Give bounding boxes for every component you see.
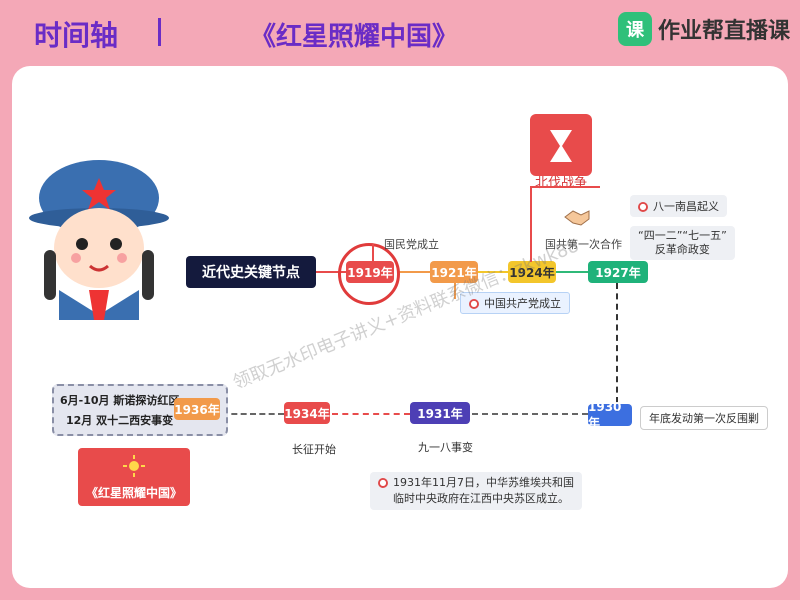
label-coup-line2: 反革命政变 — [654, 243, 710, 256]
brand-badge-icon: 课 — [617, 12, 652, 46]
node-1927: 1927年 — [588, 261, 648, 283]
title-divider — [158, 18, 161, 46]
child-illustration — [29, 160, 169, 320]
timeline-label: 时间轴 — [34, 19, 119, 52]
label-coop1: 国共第一次合作 — [545, 238, 622, 251]
key-nodes-title: 近代史关键节点 — [186, 256, 316, 288]
label-soviet-line1: 1931年11月7日，中华苏维埃共和国 — [393, 476, 574, 489]
brand-logo: 课 作业帮直播课 — [617, 12, 790, 46]
line-1931-1934 — [332, 413, 410, 415]
node-1930: 1930年 — [588, 400, 632, 430]
node-1936: 1936年 — [174, 398, 220, 420]
label-encircle: 年底发动第一次反围剿 — [640, 406, 768, 430]
bullet-icon: ● — [469, 299, 479, 309]
label-ccp: ● 中国共产党成立 — [460, 292, 570, 314]
label-ccp-text: 中国共产党成立 — [484, 297, 561, 310]
bullet-icon: ● — [638, 202, 648, 212]
node-1934: 1934年 — [284, 402, 330, 424]
northern-underline — [530, 186, 600, 188]
label-northern: 北伐战争 — [534, 176, 587, 191]
hourglass-icon — [550, 130, 572, 162]
kmt-tick — [372, 244, 374, 262]
label-kmt: 国民党成立 — [384, 238, 439, 251]
line-1921-1924 — [476, 271, 510, 273]
label-soviet: ● 1931年11月7日，中华苏维埃共和国 临时中央政府在江西中央苏区成立。 — [370, 472, 582, 510]
node-1919: 1919年 — [346, 261, 394, 283]
node-1921: 1921年 — [430, 261, 478, 283]
line-1924-1927 — [555, 271, 589, 273]
label-mukden: 九一八事变 — [410, 436, 481, 458]
label-xian: 12月 双十二西安事变 — [66, 414, 174, 427]
sun-icon — [123, 455, 145, 477]
line-1919-1921 — [398, 271, 432, 273]
label-nanchang-text: 八一南昌起义 — [653, 200, 719, 213]
label-long-march: 长征开始 — [284, 438, 344, 460]
label-coup: “四一二”“七一五” 反革命政变 — [630, 226, 735, 260]
dashed-connector — [616, 283, 618, 403]
label-nanchang: ● 八一南昌起义 — [630, 195, 727, 217]
red-card-title: 《红星照耀中国》 — [85, 486, 182, 500]
label-snow: 6月-10月 斯诺探访红区 — [60, 394, 180, 407]
label-soviet-line2: 临时中央政府在江西中央苏区成立。 — [393, 492, 569, 505]
bullet-icon: ● — [378, 478, 388, 488]
red-star-card: 《红星照耀中国》 — [78, 448, 190, 506]
northern-connector — [530, 188, 532, 262]
label-coup-line1: “四一二”“七一五” — [638, 229, 727, 242]
line-1934-1936 — [222, 413, 284, 415]
line-1930-1931 — [472, 413, 588, 415]
node-1924: 1924年 — [508, 261, 556, 283]
northern-expedition-card — [530, 114, 592, 176]
ccp-tick — [454, 283, 456, 299]
brand-name: 作业帮直播课 — [657, 19, 790, 44]
highlight-ring — [338, 243, 400, 305]
book-title: 《红星照耀中国》 — [250, 22, 459, 52]
handshake-icon — [564, 210, 590, 226]
node-1931: 1931年 — [410, 402, 470, 424]
